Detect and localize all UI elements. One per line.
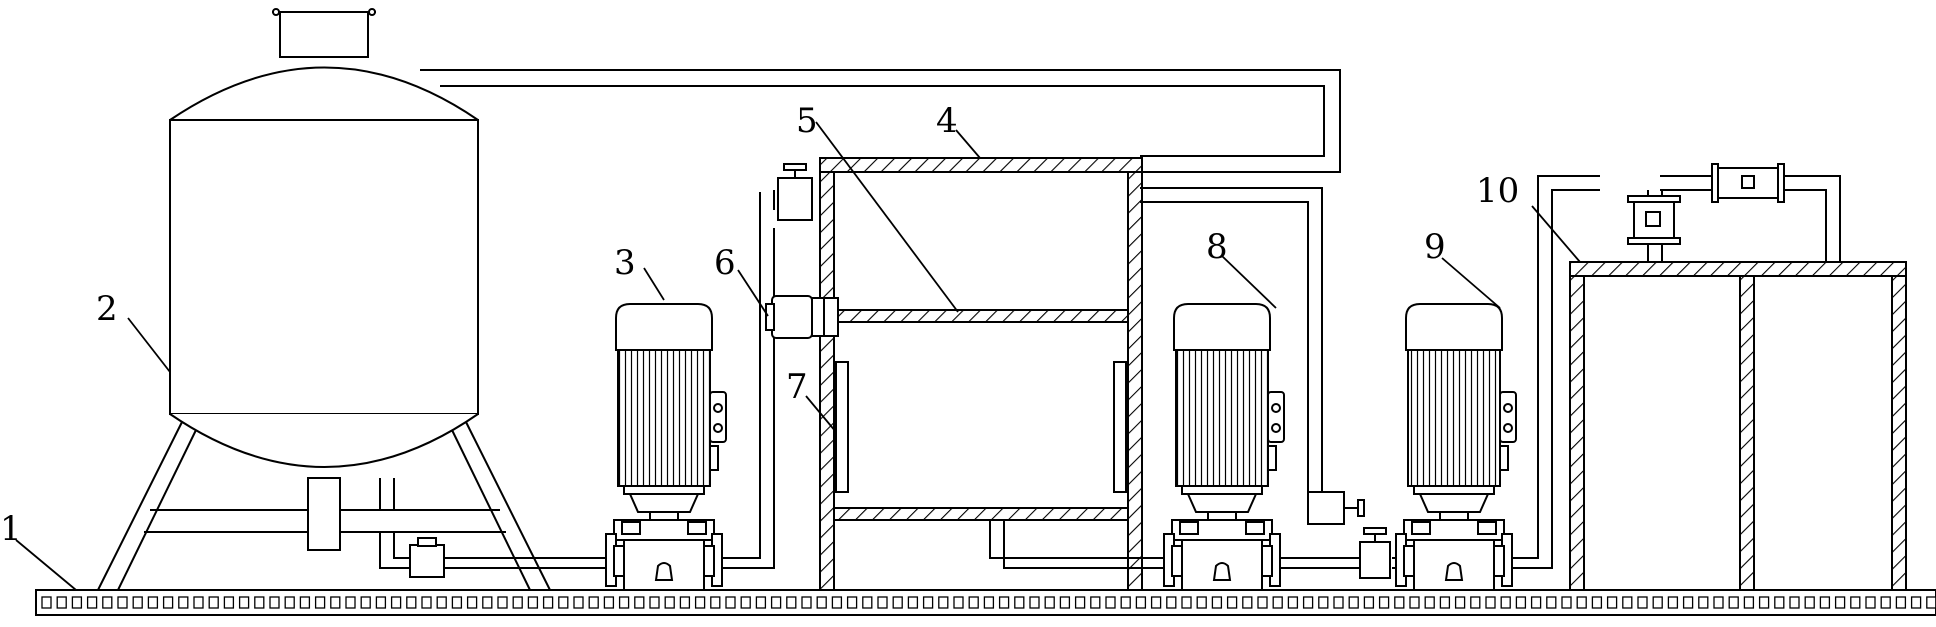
pumps xyxy=(605,303,1517,591)
leader-lines xyxy=(15,121,1581,591)
label-2: 2 xyxy=(96,289,118,329)
product-tank xyxy=(1569,261,1907,591)
pump-8 xyxy=(1163,303,1285,591)
piping xyxy=(420,69,1841,569)
stirring-motor xyxy=(765,163,839,339)
label-3: 3 xyxy=(614,243,636,283)
inline-valves xyxy=(1627,163,1785,245)
label-4: 4 xyxy=(936,101,958,141)
label-8: 8 xyxy=(1206,227,1228,267)
label-9: 9 xyxy=(1424,227,1446,267)
storage-tank xyxy=(97,8,551,591)
label-10: 10 xyxy=(1476,171,1519,211)
label-1: 1 xyxy=(0,509,22,549)
label-7: 7 xyxy=(786,367,808,407)
pump-3 xyxy=(605,303,727,591)
label-5: 5 xyxy=(796,101,818,141)
pump-9 xyxy=(1395,303,1517,591)
control-valve xyxy=(1307,491,1391,579)
callout-labels: 1 2 3 4 5 6 7 8 9 10 xyxy=(0,101,1519,549)
base-platform xyxy=(35,589,1936,616)
reactor-vessel xyxy=(819,157,1143,591)
label-6: 6 xyxy=(714,243,736,283)
